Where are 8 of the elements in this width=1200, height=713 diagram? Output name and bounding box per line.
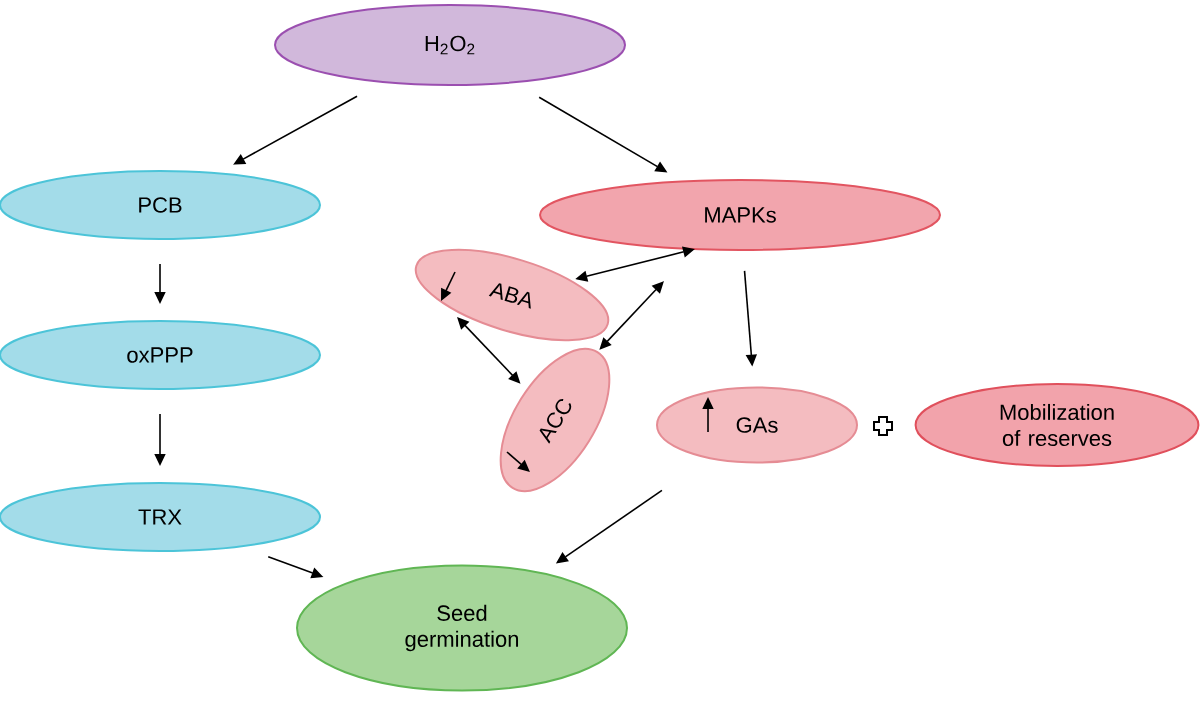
ellipse-node: H$_{2}$O$_{2}$ <box>274 4 626 86</box>
ellipse-node: Mobilization of reserves <box>914 383 1200 467</box>
arrow <box>233 95 358 165</box>
ellipse-node: MAPKs <box>539 179 941 251</box>
arrow <box>457 317 521 384</box>
arrow <box>599 281 664 350</box>
ellipse-node: Seed germination <box>296 564 628 692</box>
ellipse-node: GAs <box>656 386 858 464</box>
